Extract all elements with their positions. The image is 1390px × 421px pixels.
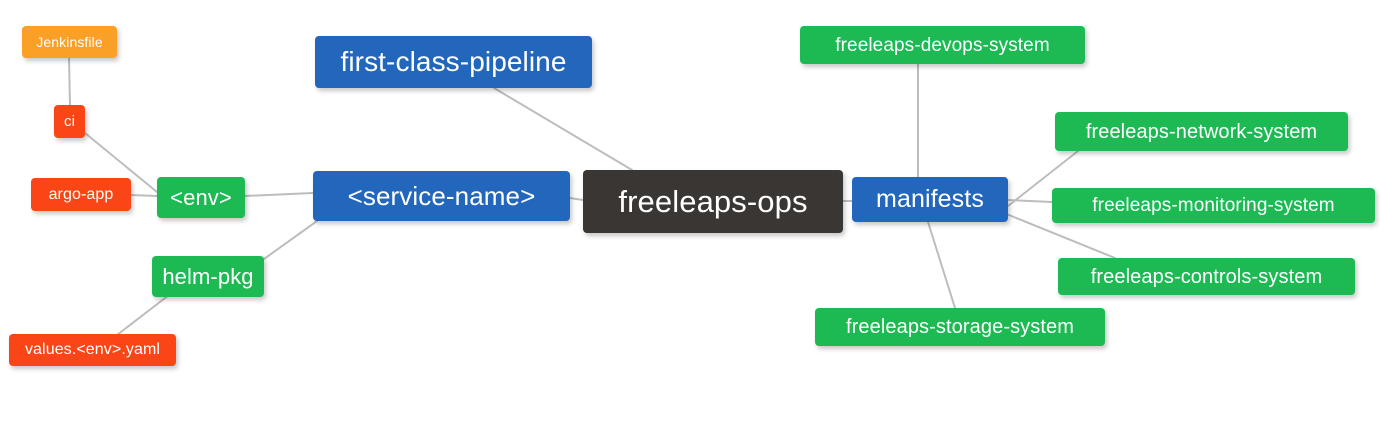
node-label-helm-pkg: helm-pkg [162, 263, 254, 289]
edge-helm-pkg-to-values-yaml [116, 294, 170, 336]
node-label-manifests: manifests [876, 185, 984, 213]
node-label-ci: ci [63, 113, 76, 130]
node-label-first-class-pipeline: first-class-pipeline [340, 46, 567, 77]
edge-env-to-service-name [244, 192, 314, 197]
node-label-service-name: <service-name> [347, 181, 536, 211]
node-label-freeleaps-storage-system: freeleaps-storage-system [845, 316, 1075, 338]
edge-manifests-to-freeleaps-storage-system [927, 221, 956, 309]
node-freeleaps-storage-system[interactable]: freeleaps-storage-system [815, 308, 1105, 346]
node-service-name[interactable]: <service-name> [313, 171, 570, 221]
node-freeleaps-devops-system[interactable]: freeleaps-devops-system [800, 26, 1085, 64]
node-values-yaml[interactable]: values.<env>.yaml [9, 334, 176, 366]
node-helm-pkg[interactable]: helm-pkg [152, 256, 264, 297]
node-first-class-pipeline[interactable]: first-class-pipeline [315, 36, 592, 88]
node-jenkinsfile[interactable]: Jenkinsfile [22, 26, 117, 58]
edge-jenkinsfile-to-ci [68, 57, 71, 106]
edge-argo-app-to-env [130, 194, 158, 197]
node-label-jenkinsfile: Jenkinsfile [36, 34, 103, 50]
node-freeleaps-controls-system[interactable]: freeleaps-controls-system [1058, 258, 1355, 295]
node-label-values-yaml: values.<env>.yaml [24, 341, 161, 358]
node-label-freeleaps-network-system: freeleaps-network-system [1085, 120, 1318, 143]
node-label-freeleaps-controls-system: freeleaps-controls-system [1090, 265, 1323, 288]
node-argo-app[interactable]: argo-app [31, 178, 131, 211]
node-ci[interactable]: ci [54, 105, 85, 138]
node-label-argo-app: argo-app [48, 185, 114, 203]
edge-manifests-to-freeleaps-monitoring-system [1007, 199, 1053, 203]
node-freeleaps-monitoring-system[interactable]: freeleaps-monitoring-system [1052, 188, 1375, 223]
node-freeleaps-network-system[interactable]: freeleaps-network-system [1055, 112, 1348, 151]
node-freeleaps-ops[interactable]: freeleaps-ops [583, 170, 843, 233]
node-env[interactable]: <env> [157, 177, 245, 218]
node-label-freeleaps-ops: freeleaps-ops [618, 184, 808, 219]
node-label-freeleaps-devops-system: freeleaps-devops-system [835, 34, 1050, 56]
node-label-freeleaps-monitoring-system: freeleaps-monitoring-system [1092, 195, 1335, 216]
node-manifests[interactable]: manifests [852, 177, 1008, 222]
edge-first-class-pipeline-to-freeleaps-ops [493, 87, 633, 171]
edge-service-name-to-helm-pkg [263, 220, 318, 260]
node-label-env: <env> [170, 184, 232, 210]
edge-service-name-to-freeleaps-ops [569, 197, 584, 201]
